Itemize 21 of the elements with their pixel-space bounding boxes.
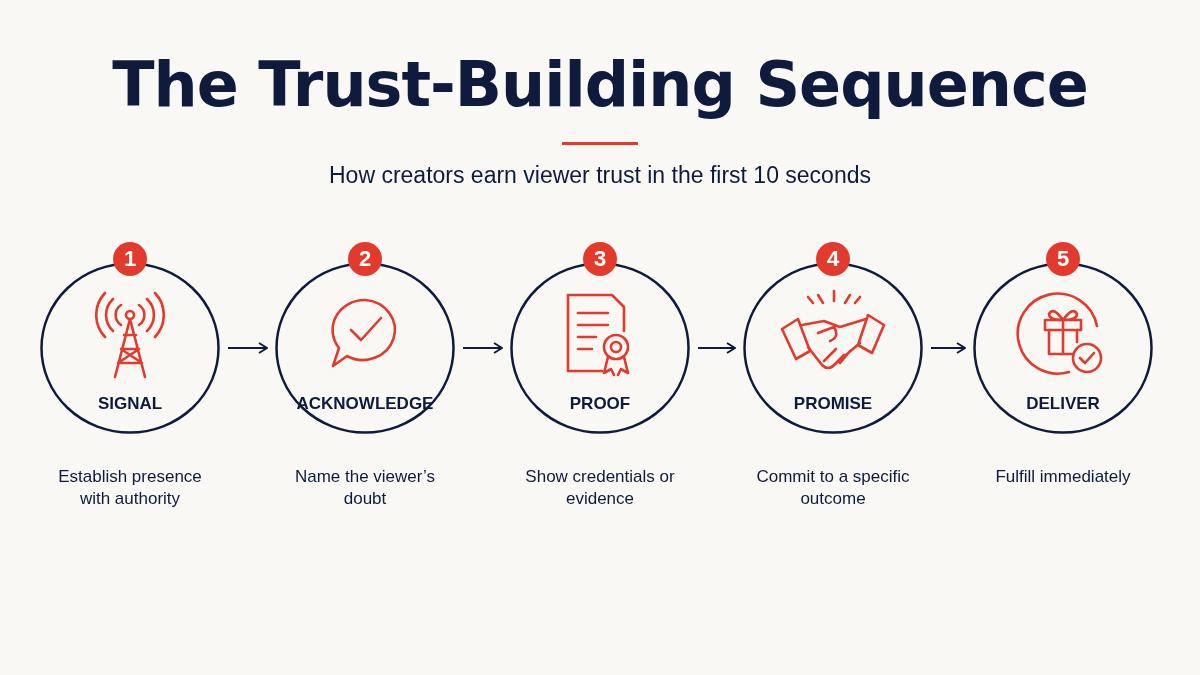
step-description: Commit to a specific outcome [755, 466, 911, 510]
step-label: ACKNOWLEDGE [295, 394, 435, 414]
arrow [227, 342, 268, 354]
step-label: PROMISE [792, 394, 874, 414]
step-description: Establish presence with authority [57, 466, 203, 510]
step-description: Show credentials or evidence [524, 466, 676, 510]
subtitle: How creators earn viewer trust in the first 10 seconds [328, 162, 872, 189]
step-label: PROOF [568, 394, 632, 414]
number-badge: 2 [348, 242, 382, 276]
number-badge: 5 [1046, 242, 1080, 276]
number-badge: 3 [583, 242, 617, 276]
arrow [697, 342, 736, 354]
step-label: SIGNAL [96, 394, 164, 414]
step-label: DELIVER [1025, 394, 1101, 414]
number-badge: 4 [816, 242, 850, 276]
title: The Trust-Building Sequence [111, 48, 1089, 121]
arrow [462, 342, 503, 354]
step-description: Fulfill immediately [994, 466, 1132, 488]
number-badge: 1 [113, 242, 147, 276]
step-description: Name the viewer’s doubt [293, 466, 437, 510]
arrow [930, 342, 966, 354]
